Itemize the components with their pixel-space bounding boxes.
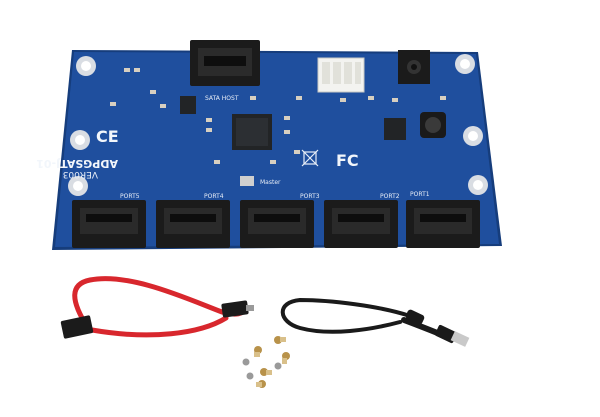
weee-bin-icon — [301, 149, 319, 167]
screw — [256, 380, 266, 388]
regulator-chip — [384, 118, 406, 140]
port-label: PORT1 — [410, 191, 430, 198]
screw — [274, 362, 282, 370]
sata-host-label: SATA HOST — [205, 95, 239, 102]
mounting-hole — [76, 56, 96, 76]
screw — [246, 372, 254, 380]
sata-host-connector — [190, 40, 260, 86]
mounting-hole — [468, 175, 488, 195]
sata-port-connector — [156, 200, 230, 248]
dc-power-jack — [398, 50, 430, 84]
version-text: VER003 — [63, 169, 98, 179]
mounting-hole — [68, 176, 88, 196]
usb-power-cable — [280, 297, 470, 347]
screw — [260, 368, 272, 376]
sata-port-connector — [240, 200, 314, 248]
port-label: PORT5 — [120, 193, 140, 200]
mounting-hole — [463, 126, 483, 146]
master-label: Master — [260, 179, 281, 186]
port-label: PORT4 — [204, 193, 224, 200]
screw — [282, 352, 290, 364]
controller-chip — [232, 114, 272, 150]
screw — [254, 346, 262, 357]
small-chip — [180, 96, 196, 114]
sata-port-connector — [324, 200, 398, 248]
mounting-hole — [70, 130, 90, 150]
screw — [242, 358, 250, 366]
pcb-board: SATA HOST — [36, 40, 502, 250]
sata-port-connector — [72, 200, 146, 248]
smd-components — [110, 68, 446, 164]
power-header — [317, 57, 365, 93]
master-switch — [240, 176, 254, 186]
port-label: PORT3 — [300, 193, 320, 200]
screws — [242, 336, 290, 388]
mounting-hole — [455, 54, 475, 74]
model-text: ADPGSATJ-01 — [36, 157, 118, 170]
ce-mark: CE — [96, 127, 119, 146]
inductor — [420, 112, 446, 138]
fcc-mark: FC — [336, 151, 359, 170]
sata-port-connector — [406, 200, 480, 248]
screw — [274, 336, 286, 344]
port-label: PORT2 — [380, 193, 400, 200]
sata-cable — [60, 276, 254, 339]
